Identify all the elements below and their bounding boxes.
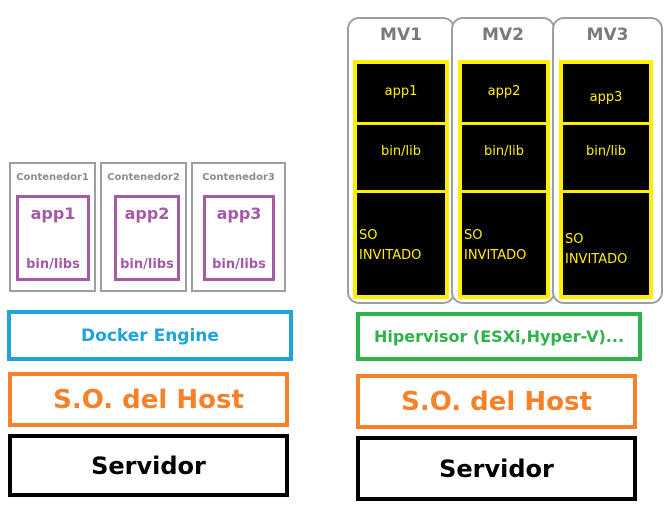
vm-3-divider-1: [563, 122, 649, 125]
vm-2-title: MV2: [482, 25, 524, 45]
vm-2-os-line-1: SO: [464, 228, 483, 243]
vm-3-app: app3: [589, 90, 623, 105]
container-2: Contenedor2 app2 bin/libs: [100, 162, 187, 292]
host-os-label-left: S.O. del Host: [53, 384, 244, 415]
server-layer-right: Servidor: [356, 436, 637, 501]
vm-2-app: app2: [487, 84, 521, 99]
vm-1-os-line-1: SO: [359, 228, 378, 243]
docker-engine-label: Docker Engine: [81, 325, 219, 346]
server-label-right: Servidor: [439, 454, 554, 483]
vm-3-title: MV3: [586, 25, 629, 45]
vm-1-app: app1: [384, 84, 418, 99]
host-os-label-right: S.O. del Host: [401, 386, 592, 417]
hypervisor-layer: Hipervisor (ESXi,Hyper-V)...: [356, 312, 642, 361]
container-1-app-box: app1 bin/libs: [16, 195, 90, 281]
vm-2-stack: app2 bin/lib SO INVITADO: [458, 60, 550, 299]
container-1-app: app1: [30, 204, 76, 223]
server-layer-left: Servidor: [8, 434, 289, 497]
container-3-title: Contenedor3: [202, 172, 275, 183]
container-3-app-box: app3 bin/libs: [203, 195, 275, 281]
container-2-libs: bin/libs: [120, 257, 174, 272]
vm-2-os-line-2: INVITADO: [464, 248, 527, 263]
vm-1-stack: app1 bin/lib SO INVITADO: [353, 60, 449, 299]
container-3-libs: bin/libs: [212, 257, 266, 272]
container-2-app-box: app2 bin/libs: [114, 195, 180, 281]
vm-1-divider-1: [357, 122, 445, 125]
vm-1-title: MV1: [380, 25, 422, 45]
vm-1-os-line-2: INVITADO: [359, 248, 422, 263]
container-1: Contenedor1 app1 bin/libs: [9, 162, 96, 292]
container-3: Contenedor3 app3 bin/libs: [191, 162, 286, 292]
container-2-title: Contenedor2: [107, 172, 180, 183]
vm-3-os-line-1: SO: [565, 232, 584, 247]
vm-1: MV1 app1 bin/lib SO INVITADO: [347, 17, 455, 304]
vm-2: MV2 app2 bin/lib SO INVITADO: [451, 17, 555, 304]
vm-3-os: SO INVITADO: [565, 230, 649, 270]
host-os-layer-left: S.O. del Host: [8, 372, 289, 427]
vm-2-divider-1: [462, 122, 546, 125]
vm-3-os-line-2: INVITADO: [565, 252, 628, 267]
docker-engine-layer: Docker Engine: [7, 310, 293, 361]
vm-1-os: SO INVITADO: [359, 226, 445, 266]
vm-1-lib: bin/lib: [381, 144, 421, 159]
container-1-title: Contenedor1: [16, 172, 89, 183]
vm-2-lib: bin/lib: [484, 144, 524, 159]
vm-3: MV3 app3 bin/lib SO INVITADO: [552, 17, 663, 304]
vm-3-lib: bin/lib: [586, 144, 626, 159]
vm-3-stack: app3 bin/lib SO INVITADO: [559, 60, 653, 299]
container-1-libs: bin/libs: [26, 257, 80, 272]
host-os-layer-right: S.O. del Host: [356, 374, 637, 429]
hypervisor-label: Hipervisor (ESXi,Hyper-V)...: [373, 327, 625, 346]
container-2-app: app2: [124, 204, 170, 223]
container-3-app: app3: [216, 204, 262, 223]
server-label-left: Servidor: [91, 451, 206, 480]
vm-3-divider-2: [563, 190, 649, 193]
vm-2-os: SO INVITADO: [464, 226, 546, 266]
vm-1-divider-2: [357, 190, 445, 193]
vm-2-divider-2: [462, 190, 546, 193]
